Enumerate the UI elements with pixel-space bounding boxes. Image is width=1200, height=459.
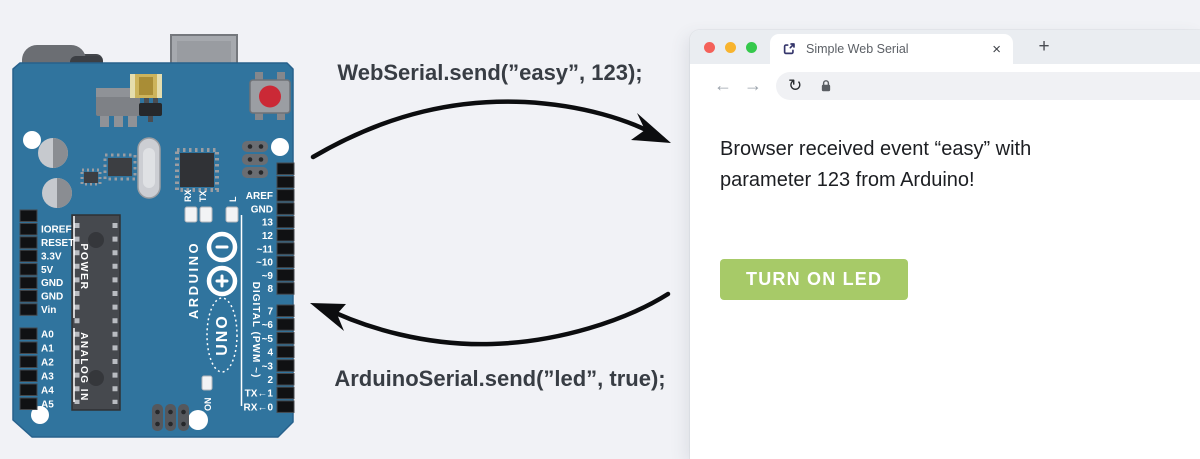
- svg-text:A3: A3: [41, 372, 54, 383]
- svg-text:Vin: Vin: [41, 305, 56, 316]
- svg-text:5V: 5V: [41, 265, 54, 276]
- analog-pin-labels: A0 A1 A2 A3 A4 A5: [41, 330, 54, 411]
- digital-group-label: DIGITAL (PWM ~): [250, 282, 261, 379]
- address-bar[interactable]: ↻: [776, 71, 1200, 100]
- tab-title: Simple Web Serial: [806, 42, 909, 56]
- turn-on-led-button[interactable]: TURN ON LED: [720, 259, 909, 300]
- message-line-1: Browser received event “easy” with: [720, 138, 1032, 160]
- icsp-header-bottom: [152, 404, 189, 431]
- svg-text:UNO: UNO: [214, 314, 231, 356]
- reload-button[interactable]: ↻: [788, 76, 803, 95]
- maximize-window-button[interactable]: [746, 42, 757, 53]
- minimize-window-button[interactable]: [725, 42, 736, 53]
- arrow-to-browser: [310, 99, 671, 160]
- window-controls: [704, 42, 757, 53]
- transistor: [139, 98, 162, 122]
- svg-text:12: 12: [262, 231, 274, 242]
- svg-text:A5: A5: [41, 400, 54, 411]
- atmega328-chip: [71, 214, 121, 411]
- back-button[interactable]: ←: [714, 75, 732, 95]
- svg-text:A0: A0: [41, 330, 54, 341]
- tab-close-icon[interactable]: ×: [992, 40, 1001, 58]
- analog-pin-header: [19, 327, 38, 410]
- digital-pin-labels: AREF GND 13 12 ~11 ~10 ~9 8 7 ~6 ~5 4 ~3…: [244, 191, 274, 413]
- small-ic: [80, 153, 137, 186]
- svg-text:GND: GND: [251, 204, 273, 215]
- arrow-to-arduino: [310, 291, 671, 347]
- svg-text:GND: GND: [41, 292, 63, 303]
- code-call-to-arduino: ArduinoSerial.send(”led”, true);: [334, 366, 666, 391]
- brand-label: ARDUINO: [186, 241, 201, 319]
- silkscreen-lines: [73, 215, 243, 406]
- svg-text:A4: A4: [41, 386, 54, 397]
- svg-text:RESET: RESET: [41, 238, 74, 249]
- led-tx-label: TX: [198, 190, 208, 202]
- power-pin-header: [19, 209, 38, 316]
- svg-text:A1: A1: [41, 344, 54, 355]
- svg-text:4: 4: [267, 348, 273, 359]
- svg-text:IOREF: IOREF: [41, 225, 72, 236]
- browser-window: Simple Web Serial × + ← → ↻ Browser rece…: [690, 30, 1200, 459]
- led-l-label: L: [228, 196, 238, 202]
- message-line-2: parameter 123 from Arduino!: [720, 169, 975, 191]
- voltage-regulator: [96, 88, 140, 127]
- svg-text:AREF: AREF: [246, 191, 273, 202]
- svg-text:7: 7: [267, 307, 273, 318]
- led-on-label: ON: [203, 398, 213, 412]
- digital-pin-header-bottom: [276, 304, 295, 413]
- analog-group-label: ANALOG IN: [78, 332, 89, 402]
- status-leds: [184, 206, 239, 391]
- uno-badge: UNO: [206, 297, 238, 373]
- svg-text:8: 8: [267, 284, 273, 295]
- svg-text:TX←1: TX←1: [245, 389, 274, 400]
- icsp-header-top: [242, 141, 268, 178]
- svg-text:~9: ~9: [262, 271, 274, 282]
- forward-button[interactable]: →: [744, 75, 762, 95]
- svg-text:2: 2: [267, 375, 273, 386]
- svg-text:~11: ~11: [257, 244, 274, 255]
- received-event-message: Browser received event “easy” with param…: [720, 134, 1180, 196]
- svg-text:~6: ~6: [262, 320, 274, 331]
- svg-text:A2: A2: [41, 358, 54, 369]
- polyfuse: [130, 74, 162, 98]
- svg-text:RX←0: RX←0: [244, 402, 274, 413]
- crystal-oscillator: [137, 137, 161, 199]
- power-pin-labels: IOREF RESET 3.3V 5V GND GND Vin: [41, 225, 74, 317]
- digital-pin-header-top: [276, 162, 295, 295]
- external-link-favicon-icon: [783, 43, 795, 55]
- svg-text:13: 13: [262, 218, 274, 229]
- svg-text:~3: ~3: [262, 361, 274, 372]
- capacitor: [38, 138, 72, 208]
- arduino-board: IOREF RESET 3.3V 5V GND GND Vin A0 A1 A2…: [12, 34, 295, 438]
- svg-text:~10: ~10: [256, 258, 273, 269]
- led-rx-label: RX: [183, 189, 193, 202]
- reset-button: [249, 72, 291, 120]
- new-tab-button[interactable]: +: [1038, 36, 1050, 57]
- close-window-button[interactable]: [704, 42, 715, 53]
- arduino-logo: [206, 231, 238, 297]
- usb-controller-chip: [175, 148, 219, 192]
- code-call-to-browser: WebSerial.send(”easy”, 123);: [337, 60, 643, 85]
- mounting-holes: [23, 131, 289, 430]
- tab-strip: Simple Web Serial × +: [690, 30, 1200, 64]
- svg-text:GND: GND: [41, 278, 63, 289]
- svg-text:~5: ~5: [262, 334, 274, 345]
- svg-text:3.3V: 3.3V: [41, 251, 62, 262]
- page-content: Browser received event “easy” with param…: [690, 107, 1200, 300]
- browser-toolbar: ← → ↻: [690, 64, 1200, 107]
- browser-tab[interactable]: Simple Web Serial ×: [770, 34, 1013, 64]
- lock-icon: [818, 78, 834, 94]
- power-group-label: POWER: [78, 243, 90, 290]
